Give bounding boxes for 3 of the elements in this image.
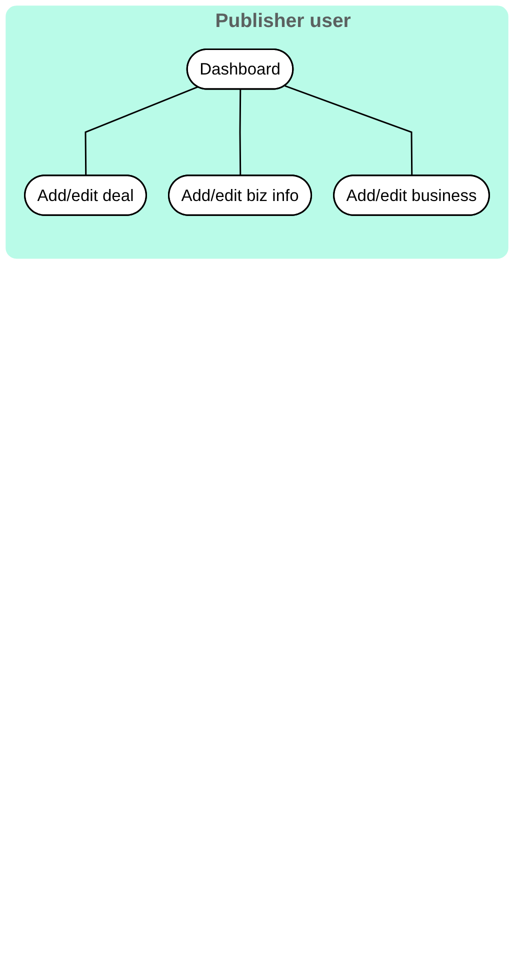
connector (84, 86, 198, 176)
connector (284, 85, 413, 176)
connector (239, 89, 242, 176)
